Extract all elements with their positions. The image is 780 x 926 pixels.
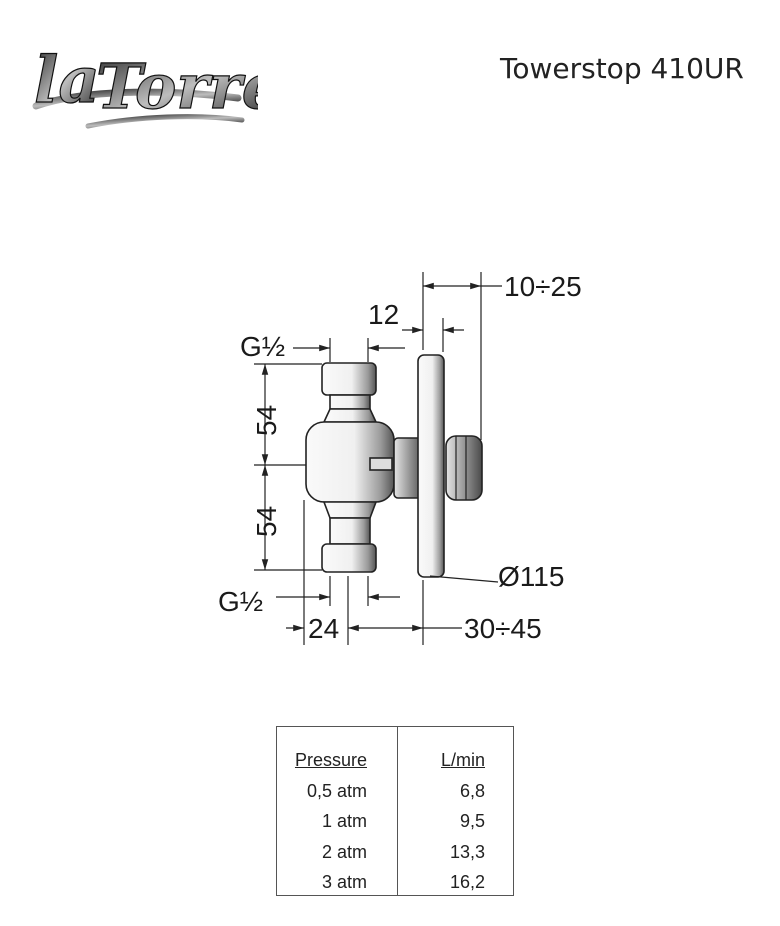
table-row-pressure: 2 atm: [321, 841, 367, 862]
dim-lower-thread: G½: [218, 586, 263, 617]
table-row-flow: 9,5: [459, 811, 485, 831]
flow-header: L/min: [440, 750, 485, 770]
product-title: Towerstop 410UR: [500, 52, 744, 85]
valve-body: [305, 354, 483, 578]
table-row-pressure: 3 atm: [321, 872, 367, 892]
lower-neck: [322, 501, 378, 519]
table-divider: [397, 727, 398, 895]
wall-plate: [417, 354, 445, 578]
flow-column: L/min 6,8 9,5 13,3 16,2: [441, 745, 485, 898]
dim-plate-diameter: Ø115: [498, 561, 564, 592]
dimension-lines: [254, 272, 502, 645]
latorre-logo: la Torre: [32, 42, 258, 129]
flow-rate-table: Pressure 0,5 atm 1 atm 2 atm 3 atm L/min…: [276, 726, 514, 896]
upper-nut: [321, 362, 377, 396]
dim-upper-height: 54: [251, 405, 282, 436]
spindle: [369, 457, 393, 471]
lower-nut: [321, 543, 377, 573]
dim-upper-thread: G½: [240, 331, 285, 362]
table-row-pressure: 1 atm: [321, 811, 367, 831]
pressure-column: Pressure 0,5 atm 1 atm 2 atm 3 atm: [295, 745, 367, 898]
dim-lower-height: 54: [251, 506, 282, 537]
dim-bottom-width: 24: [308, 613, 339, 644]
upper-stem: [329, 394, 371, 410]
push-button: [445, 435, 483, 501]
svg-text:la: la: [34, 43, 100, 118]
upper-neck: [322, 408, 378, 423]
pressure-header: Pressure: [294, 750, 367, 770]
table-row-flow: 6,8: [459, 780, 485, 801]
table-row-flow: 13,3: [449, 841, 485, 862]
dim-top-range: 10÷25: [504, 271, 582, 302]
lower-stem: [329, 517, 371, 545]
table-row-flow: 16,2: [449, 872, 485, 892]
dim-bottom-range: 30÷45: [464, 613, 542, 644]
dim-top-offset: 12: [368, 299, 399, 330]
table-row-pressure: 0,5 atm: [306, 780, 367, 801]
svg-text:Torre: Torre: [96, 50, 258, 123]
